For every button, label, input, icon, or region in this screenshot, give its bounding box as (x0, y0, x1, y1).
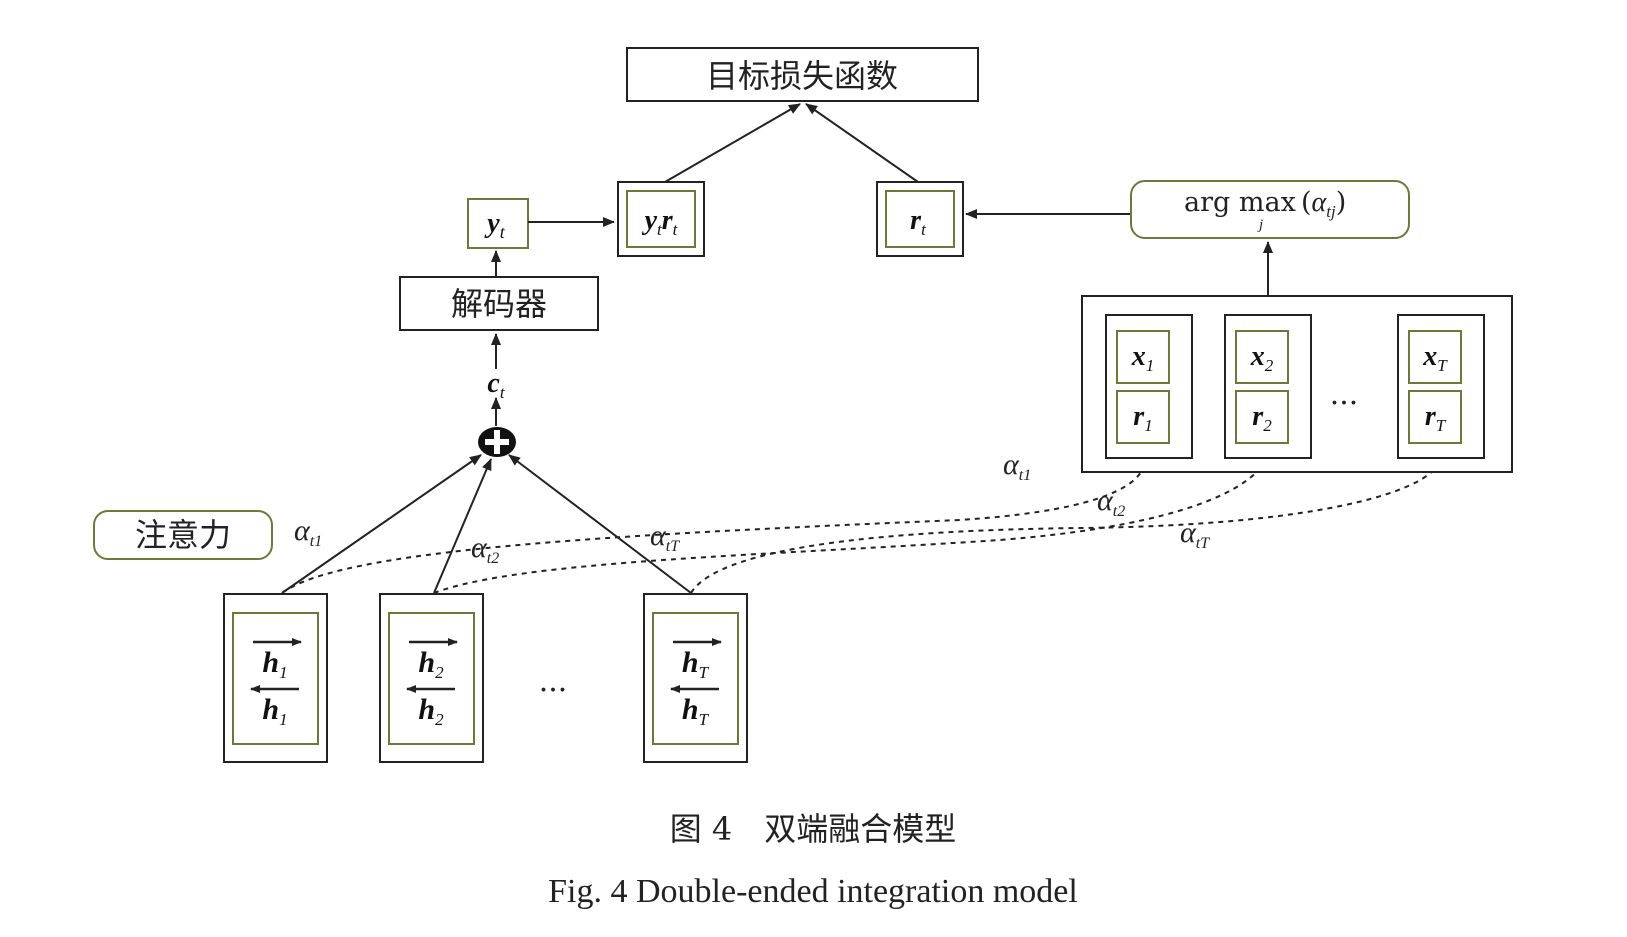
attention-box: 注意力 (93, 510, 273, 560)
caption-chinese: 图 4 双端融合模型 (670, 810, 957, 848)
forward-hidden-label: hT (682, 646, 710, 682)
memory-cell-2: x2 r2 (1224, 314, 1312, 459)
encoder-ellipsis: ··· (539, 673, 568, 708)
arrow-hT-to-sum (508, 454, 692, 594)
memory-r-label: r2 (1252, 401, 1272, 435)
encoder-cell-3: hT hT (643, 593, 748, 763)
output-yr-label: ytrt (642, 205, 679, 239)
attention-label: 注意力 (135, 516, 231, 554)
output-r-box: rt (876, 181, 964, 257)
memory-r-label: rT (1425, 401, 1447, 435)
attention-link-2 (433, 461, 1266, 594)
backward-hidden-label: h1 (262, 693, 287, 729)
memory-r-label: r1 (1133, 401, 1152, 435)
argmax-argument: (αtj) (1301, 187, 1346, 221)
arrow-yr-to-loss (664, 103, 801, 183)
argmax-subscript: j (1257, 217, 1263, 233)
attention-link-1 (281, 461, 1146, 594)
decoder-label: 解码器 (451, 285, 547, 323)
output-y-box: yt (467, 198, 529, 249)
backward-hidden-label: hT (682, 693, 710, 729)
forward-hidden-label: h1 (262, 646, 287, 682)
memory-x-label: x1 (1131, 341, 1155, 375)
sum-node-icon (478, 427, 516, 457)
memory-ellipsis: ··· (1330, 386, 1359, 421)
argmax-box: arg max j (αtj) (1130, 180, 1410, 239)
memory-x-label: xT (1422, 341, 1448, 375)
output-y-label: yt (484, 208, 505, 242)
alpha-tT-right: αtT (1180, 516, 1210, 552)
alpha-tT-left: αtT (650, 519, 680, 555)
output-yr-box: ytrt (617, 181, 705, 257)
arrow-r-to-loss (805, 103, 919, 183)
backward-hidden-label: h2 (418, 693, 444, 729)
alpha-t1-left: αt1 (294, 514, 322, 550)
memory-x-label: x2 (1250, 341, 1274, 375)
attention-link-3 (690, 461, 1441, 594)
caption-english: Fig. 4 Double-ended integration model (548, 873, 1078, 910)
decoder-box: 解码器 (399, 276, 599, 331)
arrow-h1-to-sum (281, 454, 482, 594)
objective-loss-box: 目标损失函数 (626, 47, 979, 102)
context-vector-label: ct (487, 368, 505, 402)
memory-cell-3: xT rT (1397, 314, 1485, 459)
forward-hidden-label: h2 (418, 646, 444, 682)
objective-loss-label: 目标损失函数 (706, 57, 898, 95)
arrow-h2-to-sum (433, 458, 492, 594)
alpha-t2-right: αt2 (1097, 484, 1125, 520)
alpha-t2-left: αt2 (471, 531, 499, 567)
alpha-t1-right: αt1 (1003, 448, 1031, 484)
output-r-label: rt (910, 205, 927, 239)
argmax-label: arg max (1184, 187, 1296, 218)
memory-cell-1: x1 r1 (1105, 314, 1193, 459)
